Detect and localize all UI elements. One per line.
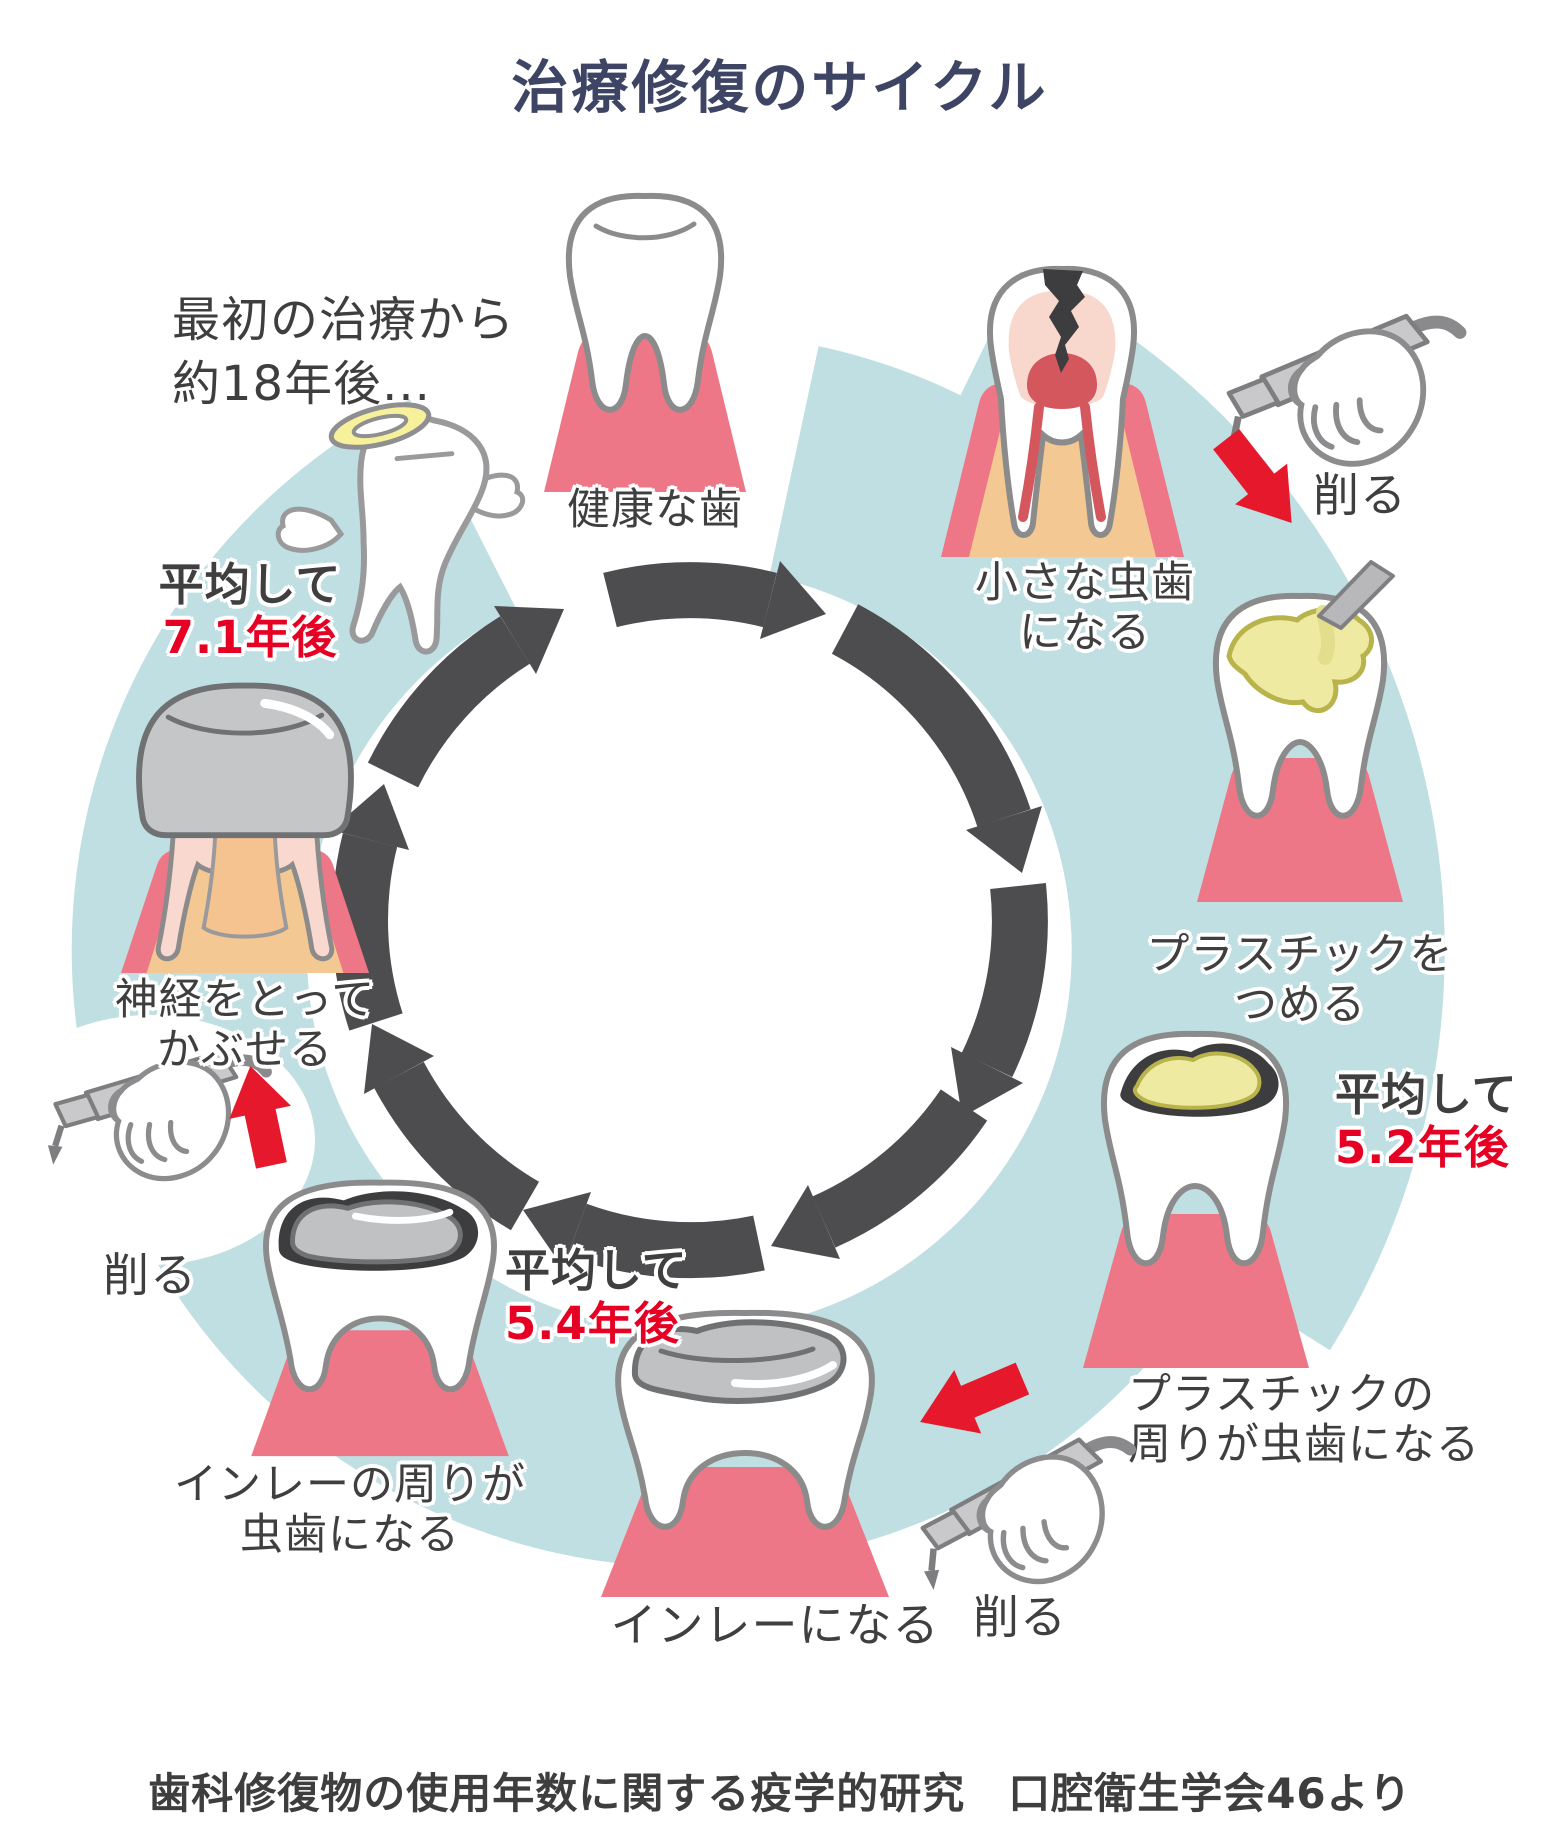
cycle-arrow-segment [771,1088,988,1259]
step-label-drill-left: 削る [103,1248,197,1302]
drill-bur [52,1124,65,1147]
gum [1083,1214,1309,1368]
inlay-tooth-icon [601,1309,889,1597]
drill-head [920,1509,972,1551]
hand-fingers [111,1087,190,1164]
interval-value: 7.1年後 [162,611,338,664]
applicator-tool [1317,560,1395,630]
step-label-drill-top: 削る [1313,468,1407,522]
hand-fingers [979,1496,1070,1571]
hand-fingers [1291,366,1384,450]
left-wing [275,506,345,553]
angel-tooth-icon [275,402,526,655]
drill-head [1226,376,1281,419]
crown-shine [260,698,335,740]
step-label-plastic-fill: プラスチックを つめる [1146,930,1454,1030]
hand-glove [976,1454,1105,1585]
inlay-shine [351,1208,454,1224]
spirit-tooth [349,413,490,655]
crowned-tooth-icon [120,682,370,974]
interval-note-plastic: 平均して 5.2年後 [1335,1068,1555,1174]
metal-inlay [290,1199,463,1265]
red-arrow-icon [1213,429,1292,523]
drill-hand-icon [47,1050,272,1182]
drill-bur-tip [924,1569,940,1591]
interval-note-inlay: 平均して 5.4年後 [505,1244,725,1350]
drill-head [53,1092,101,1129]
tooth-face-line [394,451,455,462]
drill-hand-icon [920,1436,1137,1591]
gum [544,332,746,492]
step-label-inlay-decay: インレーの周りが 虫歯になる [174,1460,526,1560]
cavity-spot [1043,269,1085,373]
root-canal-right [1080,402,1106,522]
drill-bur [928,1548,937,1571]
step-label-plastic-decay: プラスチックの 周りが虫歯になる [1128,1370,1480,1470]
cycle-arrows [331,561,1048,1279]
gum [1197,758,1403,902]
drill-cable [1080,1436,1137,1456]
interval-prefix: 平均して [1335,1068,1518,1121]
drill-cable [1406,315,1467,339]
page-title: 治療修復のサイクル [511,55,1049,121]
old-filling [1132,1051,1262,1110]
plastic-filling-tooth-icon [1197,560,1403,902]
cycle-arrow-segment [367,606,564,788]
tooth [565,192,725,413]
interval-prefix: 平均して [505,1244,688,1297]
intro-note: 最初の治療から 約18年後... [172,288,515,416]
cycle-arrow-segment [364,1024,540,1231]
cycle-arrow-segment [331,784,409,1031]
red-arrow-icon [920,1362,1030,1434]
step-label-small-cavity: 小さな虫歯 になる [975,558,1195,658]
cusp-line [593,221,697,241]
drill-cable [219,1054,272,1078]
interval-value: 5.2年後 [1335,1121,1510,1174]
pulp [1027,353,1097,409]
healthy-tooth-icon [544,192,746,492]
cycle-arrow-segment [603,561,826,639]
drill-hand-icon [1225,313,1467,467]
intro-note-line1: 最初の治療から [172,292,516,348]
plastic-filling [1226,607,1374,714]
source-note: 歯科修復物の使用年数に関する疫学的研究 口腔衛生学会46より [148,1769,1412,1818]
interval-value: 5.4年後 [505,1297,680,1350]
intro-note-line2: 約18年後... [172,356,431,412]
cycle-arrow-segment [951,883,1048,1117]
interval-prefix: 平均して [158,558,342,611]
step-label-crown: 神経をとって かぶせる [114,975,376,1075]
root-canal [201,817,289,939]
crown-cusp-line [165,712,325,736]
drill-bur-tip [47,1145,63,1165]
halo-inner [351,413,409,439]
step-label-drill-bottom: 削る [973,1590,1067,1644]
interval-note-crown: 平均して 7.1年後 [140,558,360,664]
root-canal-left [1018,402,1044,522]
plastic-decay-tooth-icon [1083,1030,1309,1368]
red-arrow-icon [229,1066,291,1169]
small-cavity-tooth-icon [941,265,1184,557]
cycle-arrow-segment [523,1192,765,1279]
step-label-healthy: 健康な歯 [567,485,743,535]
cycle-arrow-segment [831,604,1042,873]
inlay-decay-tooth-icon [251,1179,509,1457]
inlay-shine [731,1361,837,1389]
step-label-inlay: インレーになる [610,1598,940,1652]
metal-crown [136,682,354,839]
inlay-line [658,1346,816,1364]
